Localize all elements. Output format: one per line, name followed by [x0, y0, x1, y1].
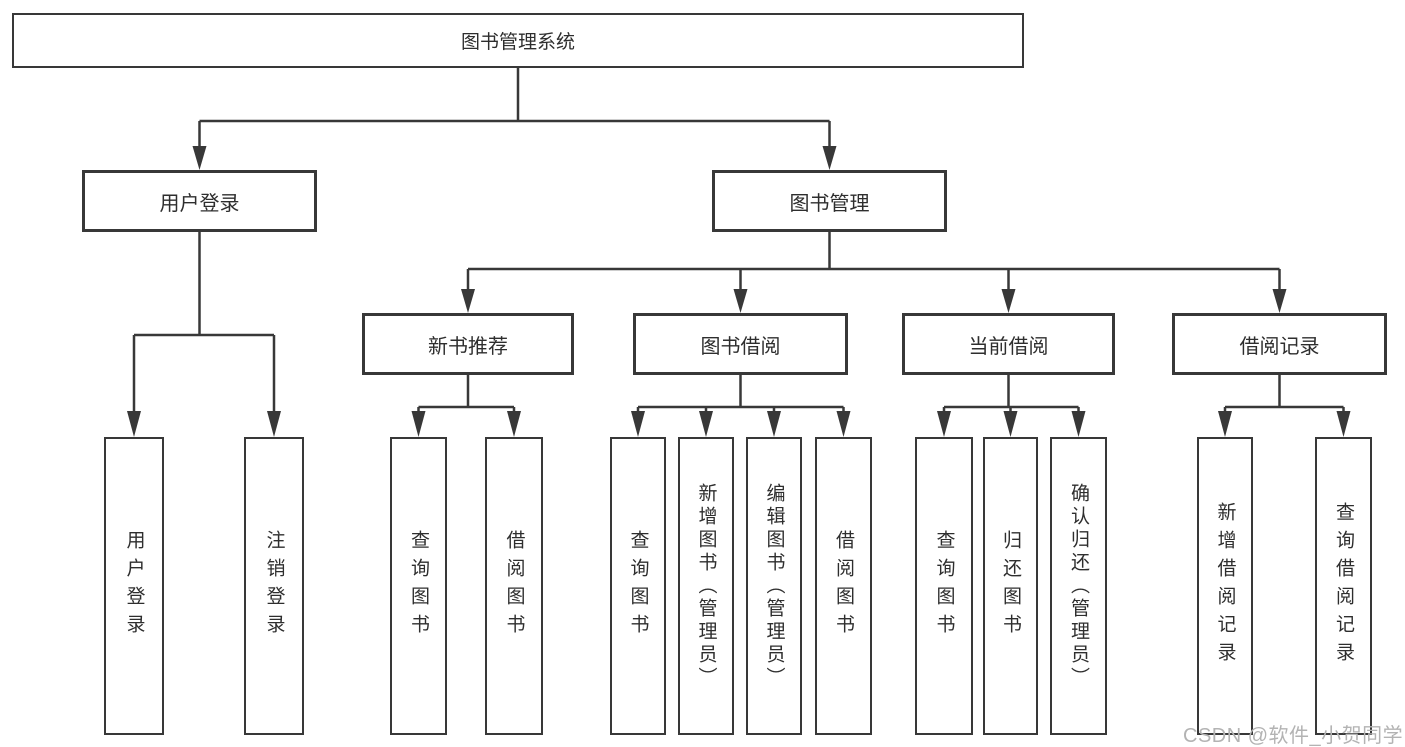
leaf-borrow-query-book: 查询图书	[610, 437, 666, 735]
leaf-current-confirm-return-admin: 确认归还（管理员）	[1050, 437, 1107, 735]
node-library-system: 图书管理系统	[12, 13, 1024, 68]
node-book-borrow: 图书借阅	[633, 313, 848, 375]
connector-book-management-children	[461, 232, 1287, 313]
leaf-records-add-record: 新增借阅记录	[1197, 437, 1253, 735]
leaf-borrow-borrow-book: 借阅图书	[815, 437, 872, 735]
node-user-login: 用户登录	[82, 170, 317, 232]
leaf-current-query-book: 查询图书	[915, 437, 973, 735]
connector-current-borrow-children	[937, 375, 1086, 437]
leaf-logout: 注销登录	[244, 437, 304, 735]
leaf-current-return-book: 归还图书	[983, 437, 1038, 735]
leaf-recommend-query-book: 查询图书	[390, 437, 447, 735]
leaf-borrow-add-book-admin: 新增图书（管理员）	[678, 437, 734, 735]
leaf-user-login: 用户登录	[104, 437, 164, 735]
connector-new-book-recommend-children	[411, 375, 521, 437]
leaf-recommend-borrow-book: 借阅图书	[485, 437, 543, 735]
node-new-book-recommend: 新书推荐	[362, 313, 574, 375]
connector-book-borrow-children	[631, 375, 851, 437]
connector-user-login-children	[127, 232, 281, 437]
connector-borrow-records-children	[1218, 375, 1351, 437]
node-current-borrow: 当前借阅	[902, 313, 1115, 375]
csdn-watermark: CSDN @软件_小贺同学	[1183, 725, 1404, 747]
leaf-borrow-edit-book-admin: 编辑图书（管理员）	[746, 437, 802, 735]
node-book-management: 图书管理	[712, 170, 947, 232]
leaf-records-query-record: 查询借阅记录	[1315, 437, 1372, 735]
connector-root-to-level2	[192, 68, 837, 170]
node-borrow-records: 借阅记录	[1172, 313, 1387, 375]
